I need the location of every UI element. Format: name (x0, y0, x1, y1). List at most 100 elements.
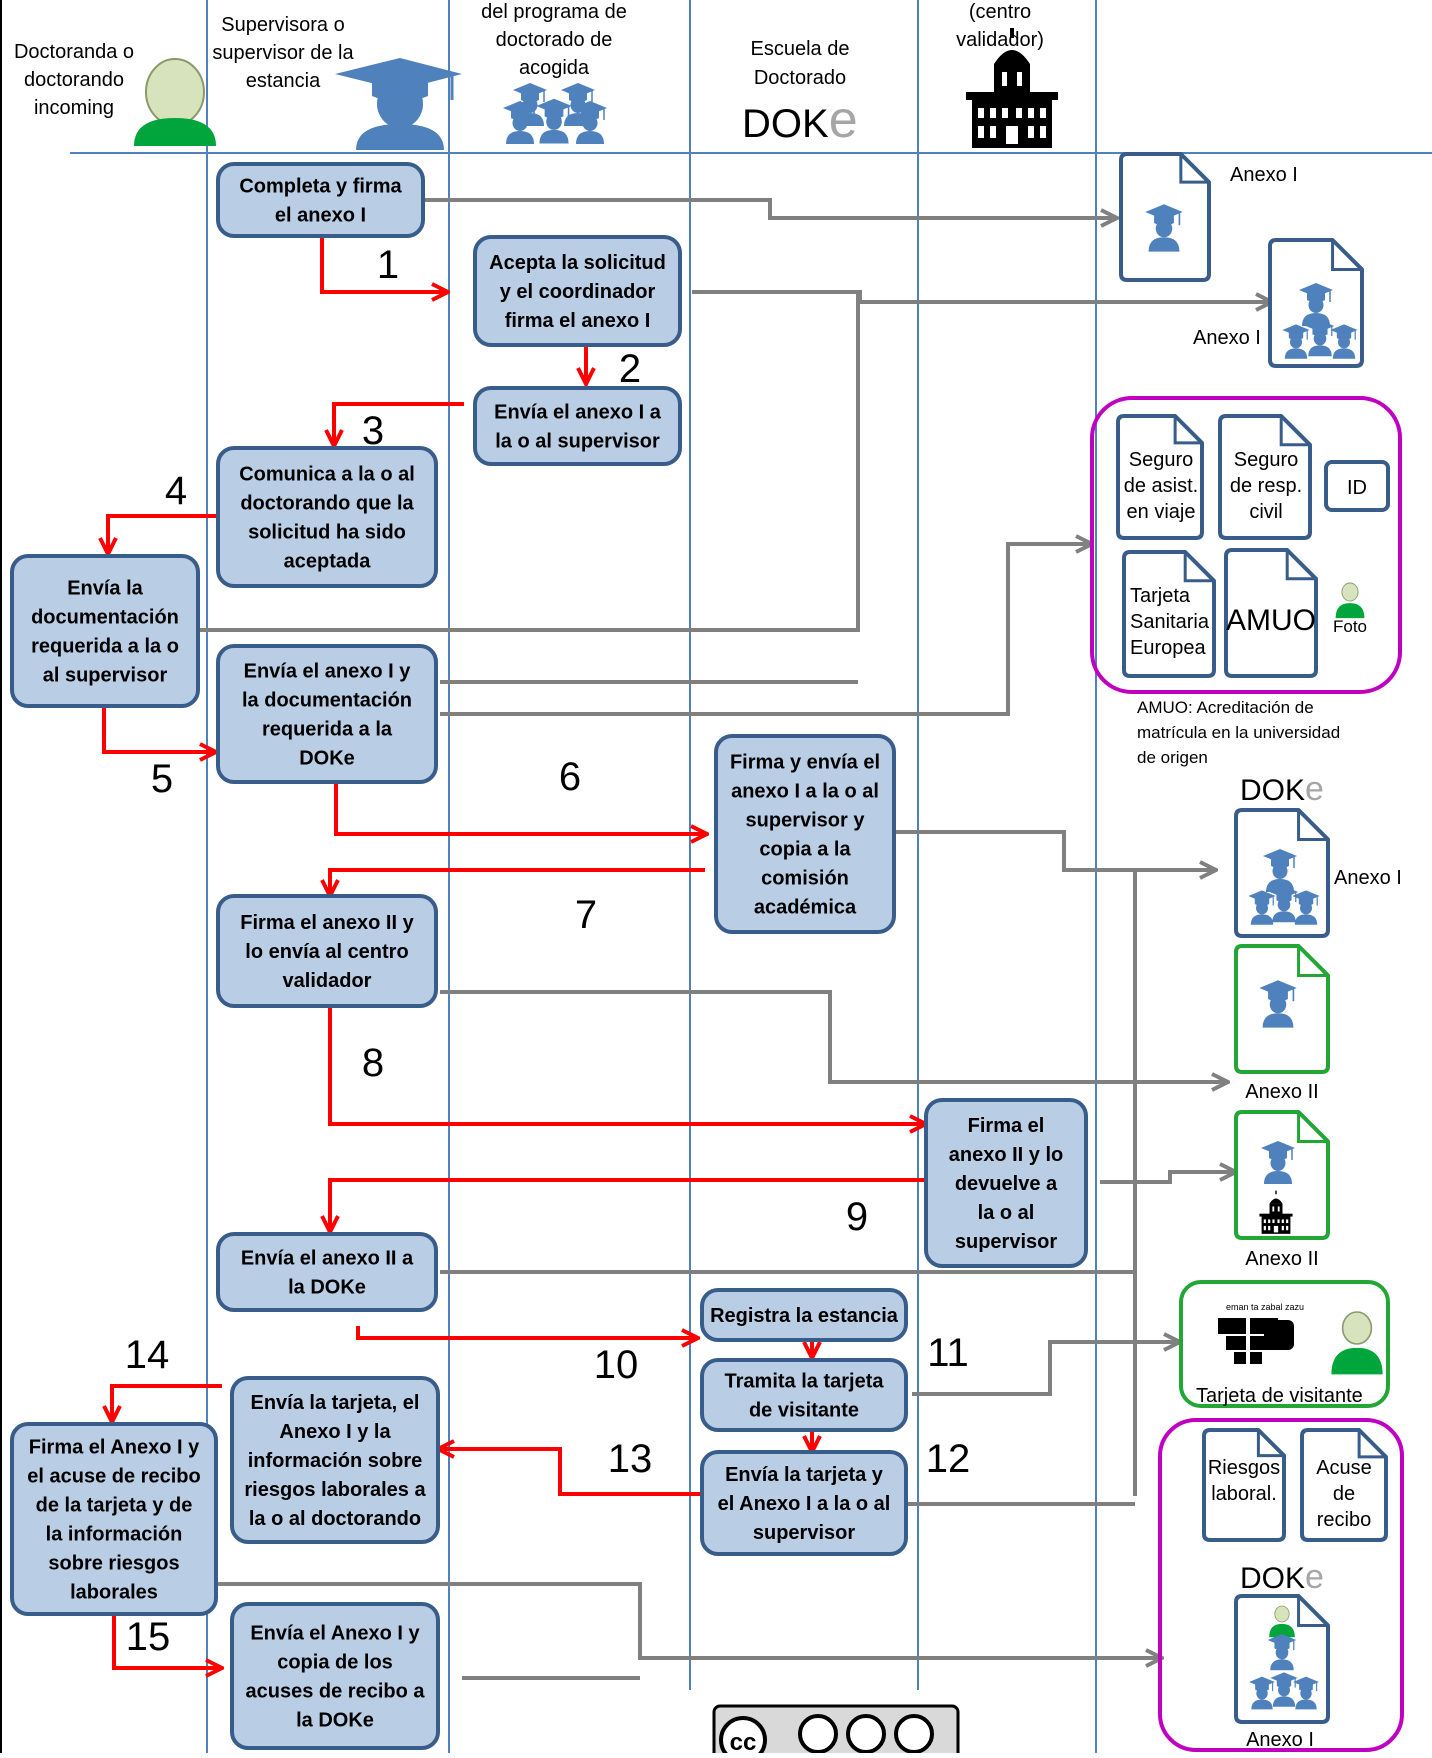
header-text: incoming (34, 97, 114, 119)
annex-i-label: Anexo I (1334, 867, 1402, 889)
header-text: estancia (246, 70, 321, 92)
annex-i-doke-document-icon (1234, 808, 1330, 938)
box-text-line: información sobre (248, 1450, 422, 1472)
gray-document-arrow (1100, 1172, 1234, 1184)
box-text-line: Envía la (67, 578, 143, 600)
box-send-annex-i-supervisor: Envía el anexo I ala o al supervisor (473, 386, 682, 466)
box-text-line: Envía el anexo II a (241, 1248, 414, 1270)
header-text: Escuela de (751, 38, 850, 60)
annex-i-committee-document-icon (1268, 238, 1364, 368)
red-flow-arrow (112, 1384, 222, 1420)
box-send-card-annex-i: Envía la tarjeta yel Anexo I a la o alsu… (700, 1450, 908, 1556)
acknowledgement-document-icon (1300, 1428, 1388, 1542)
header-text: acogida (519, 57, 590, 79)
annex-i-label: Anexo I (1230, 164, 1298, 186)
final-docs-group (1158, 1418, 1404, 1752)
step-number: 2 (619, 347, 641, 391)
box-send-annex-ii-doke: Envía el anexo II ala DOKe (216, 1232, 438, 1312)
header-programa: del programa de doctorado de acogida (481, 1, 627, 79)
gray-document-arrow (912, 1342, 1178, 1396)
step-number: 15 (126, 1615, 171, 1659)
box-text-line: sobre riesgos (48, 1553, 179, 1575)
step-number: 9 (846, 1195, 868, 1239)
box-text-line: requerida a la o (31, 636, 179, 658)
box-text-line: riesgos laborales a (244, 1479, 426, 1501)
document-flow-arrows (200, 198, 1270, 1680)
doc-text: civil (1249, 501, 1282, 523)
gray-document-arrow (206, 1582, 1160, 1658)
photo-icon (1336, 583, 1365, 618)
doc-text: de asist. (1124, 475, 1198, 497)
header-supervisor: Supervisora o supervisor de la estancia (212, 14, 354, 92)
red-flow-arrow (330, 868, 705, 894)
box-text-line: de visitante (749, 1400, 859, 1422)
header-text: (centro (969, 1, 1031, 23)
gray-document-arrow (440, 544, 1090, 716)
red-flow-arrow (102, 706, 214, 752)
visitor-card-group: eman ta zabal zazu Tarjeta de visitante (1179, 1280, 1388, 1408)
box-text-line: Envía el anexo I a (494, 402, 662, 424)
annex-i-document-icon (1119, 152, 1211, 282)
box-text-line: Envía el Anexo I y (250, 1623, 420, 1645)
gray-document-arrow (440, 990, 1226, 1082)
header-text: Supervisora o (221, 14, 344, 36)
box-text-line: doctorando que la (240, 493, 414, 515)
step-number: 11 (927, 1331, 969, 1375)
red-flow-arrow (328, 1008, 924, 1124)
box-text-line: Firma el anexo II y (240, 912, 414, 934)
required-docs-group (1090, 396, 1402, 694)
box-send-card-risk-info: Envía la tarjeta, el Anexo I y la informac… (230, 1376, 440, 1544)
annex-i-final-document-icon (1234, 1594, 1330, 1724)
box-text-line: anexo I a la o al (731, 781, 879, 803)
doc-text: de resp. (1230, 475, 1302, 497)
box-send-annex-docs-doke: Envía el anexo I yla documentaciónrequer… (216, 644, 438, 784)
box-text-line: Firma el (968, 1115, 1045, 1137)
box-text-line: académica (754, 897, 857, 919)
header-text: doctorando (24, 69, 124, 91)
box-text-line: la o al (978, 1202, 1035, 1224)
ehu-motto: eman ta zabal zazu (1226, 1302, 1304, 1312)
doc-text: Acuse (1316, 1457, 1372, 1479)
box-text-line: Comunica a la o al (239, 464, 415, 486)
box-text-line: requerida a la (262, 719, 393, 741)
box-text-line: de la tarjeta y de (36, 1495, 193, 1517)
box-text-line: supervisor (955, 1231, 1057, 1253)
photo-label: Foto (1333, 617, 1367, 636)
red-flow-arrow (112, 1614, 220, 1668)
header-escuela: Escuela de Doctorado DOKe (742, 38, 858, 149)
step-number: 13 (608, 1437, 653, 1481)
gray-document-arrow (896, 830, 1214, 870)
step-number: 3 (362, 409, 384, 453)
svg-text:cc: cc (730, 1729, 757, 1753)
box-text-line: aceptada (284, 551, 372, 573)
red-flow-arrow (108, 514, 216, 552)
amuo-note-line: AMUO: Acreditación de (1137, 698, 1314, 717)
box-text-line: Envía la tarjeta, el (251, 1392, 420, 1414)
visitor-card-label: Tarjeta de visitante (1196, 1385, 1363, 1407)
header-text: Doctoranda o (14, 41, 134, 63)
doc-text: Seguro (1129, 449, 1194, 471)
box-text-line: el anexo I (275, 205, 366, 227)
box-text-line: Acepta la solicitud (489, 252, 666, 274)
id-label: ID (1347, 477, 1367, 499)
doc-text: Seguro (1234, 449, 1299, 471)
box-sign-annex-ii: Firma el anexo II ylo envía al centroval… (216, 894, 438, 1008)
box-text-line: Anexo I y la (279, 1421, 391, 1443)
step-number: 5 (151, 757, 173, 801)
cc-license-badge: cc (712, 1704, 960, 1758)
amuo-note-line: matrícula en la universidad (1137, 723, 1340, 742)
box-text-line: acuses de recibo a (246, 1681, 426, 1703)
student-icon (134, 58, 216, 146)
step-number: 8 (362, 1041, 384, 1085)
red-flow-arrow (320, 236, 446, 292)
box-text-line: la o al doctorando (249, 1508, 421, 1530)
id-card-icon (1324, 460, 1390, 512)
red-flow-arrow (330, 1178, 926, 1230)
